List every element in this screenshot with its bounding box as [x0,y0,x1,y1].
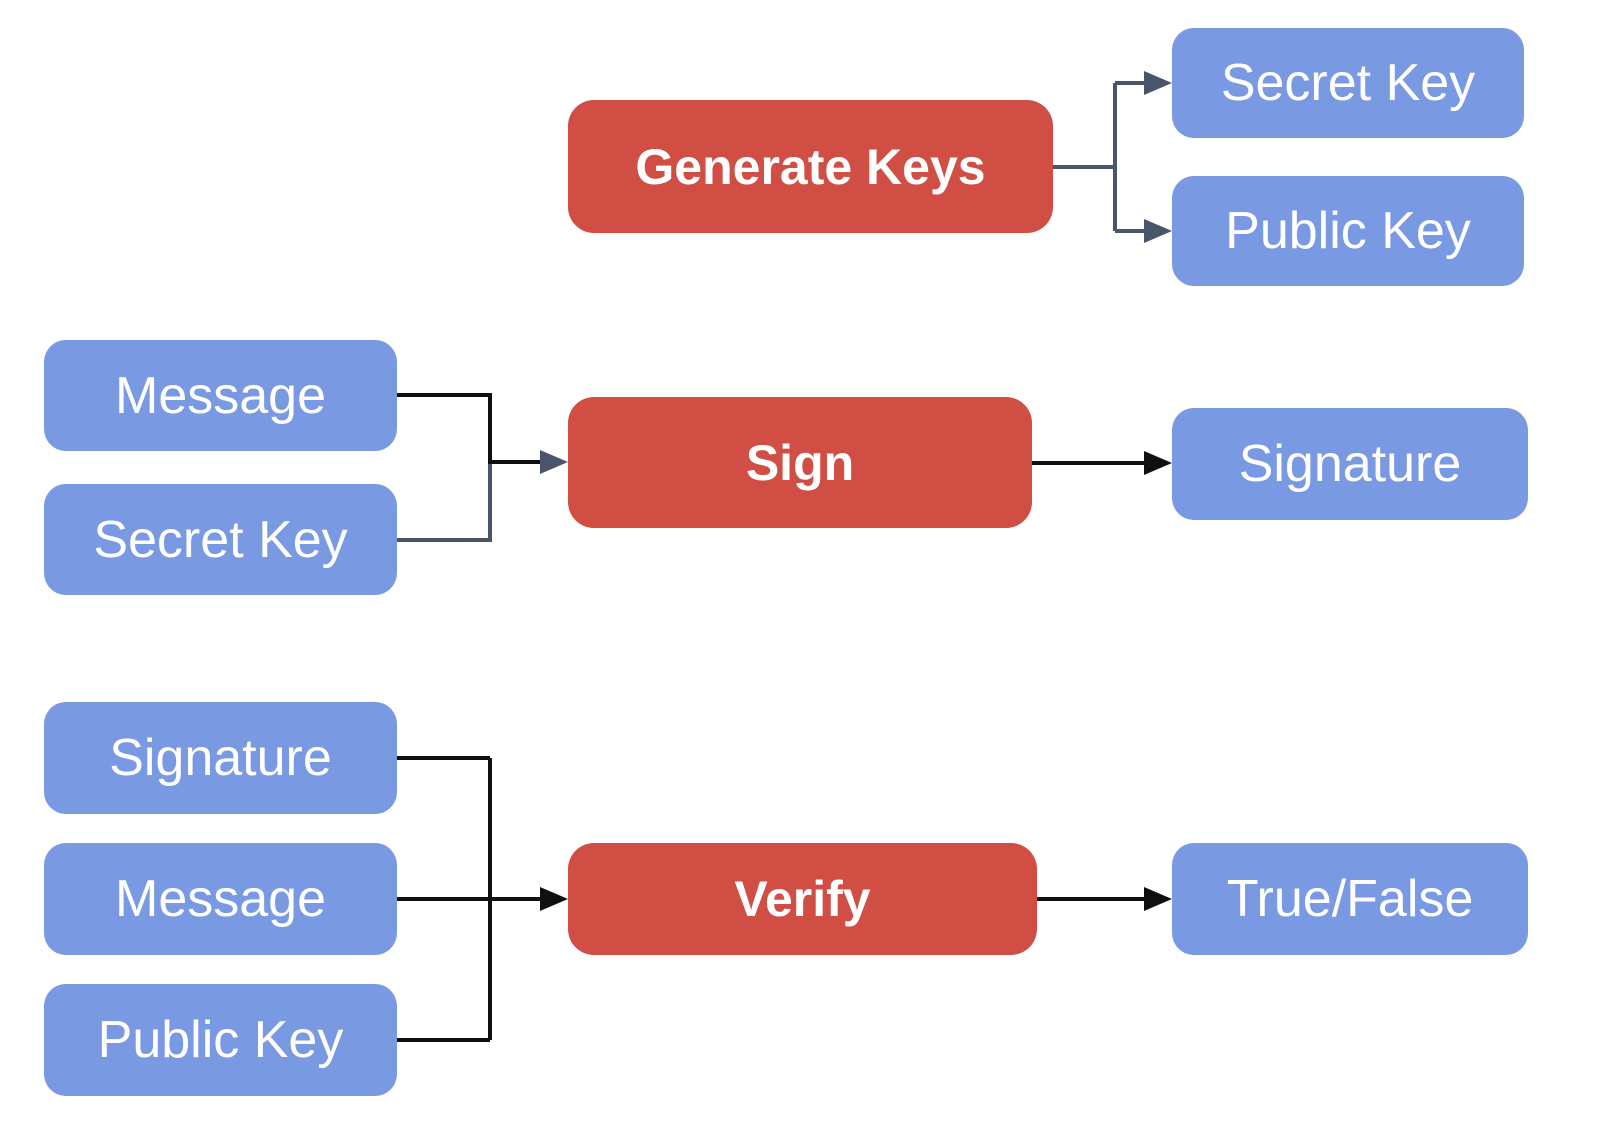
edge-message-to-sign [397,393,542,464]
node-public-key-output-label: Public Key [1225,202,1471,260]
node-sign: Sign [568,397,1032,528]
node-signature-verify-input: Signature [44,702,397,814]
node-message-verify-input: Message [44,843,397,955]
node-signature-output-label: Signature [1238,435,1462,493]
node-secret-key-output: Secret Key [1172,28,1524,138]
arrowhead-to-verify-icon [540,887,568,911]
arrowhead-to-secret-key-icon [1144,71,1172,95]
node-verify: Verify [568,843,1037,955]
node-public-key-verify-input: Public Key [44,984,397,1096]
node-signature-output: Signature [1172,408,1528,520]
edge-generate-keys-branch [1053,81,1146,233]
node-secret-key-output-label: Secret Key [1220,54,1476,112]
arrowhead-to-true-false-icon [1144,887,1172,911]
node-true-false-output: True/False [1172,843,1528,955]
node-sign-label: Sign [745,434,855,491]
node-secret-key-sign-input: Secret Key [44,484,397,595]
node-generate-keys-label: Generate Keys [635,138,986,195]
node-message-verify-input-label: Message [115,870,326,928]
node-public-key-verify-input-label: Public Key [97,1011,344,1069]
edge-secret-key-to-sign [397,462,492,542]
node-signature-verify-input-label: Signature [109,729,332,787]
arrowhead-to-signature-icon [1144,451,1172,475]
node-public-key-output: Public Key [1172,176,1524,286]
arrowhead-to-sign-icon [540,450,568,474]
node-generate-keys: Generate Keys [568,100,1053,233]
edge-inputs-to-verify [397,756,544,1042]
node-true-false-output-label: True/False [1226,870,1474,928]
node-message-sign-input-label: Message [115,366,326,425]
node-secret-key-sign-input-label: Secret Key [93,510,348,569]
node-verify-label: Verify [734,871,871,927]
node-message-sign-input: Message [44,340,397,451]
arrowhead-to-public-key-icon [1144,219,1172,243]
